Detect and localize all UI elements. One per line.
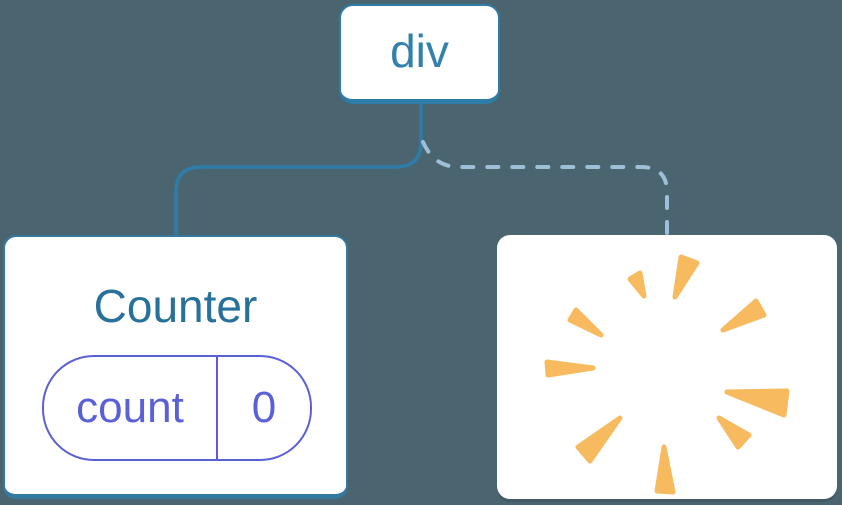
state-value: 0 — [251, 383, 277, 432]
solid-connector-line — [174, 101, 423, 237]
state-pill-key-section: count — [44, 357, 218, 459]
state-pill: count 0 — [42, 355, 312, 461]
state-key-label: count — [76, 383, 184, 432]
counter-title: Counter — [93, 280, 258, 332]
poof-starburst-icon — [544, 254, 790, 495]
root-node-label: div — [390, 24, 449, 77]
tree-node-counter: Counter count 0 — [3, 235, 348, 499]
tree-node-root: div — [339, 4, 500, 104]
dashed-connector-line — [421, 140, 669, 239]
state-pill-value-section: 0 — [218, 357, 310, 459]
tree-node-removed — [497, 235, 837, 499]
